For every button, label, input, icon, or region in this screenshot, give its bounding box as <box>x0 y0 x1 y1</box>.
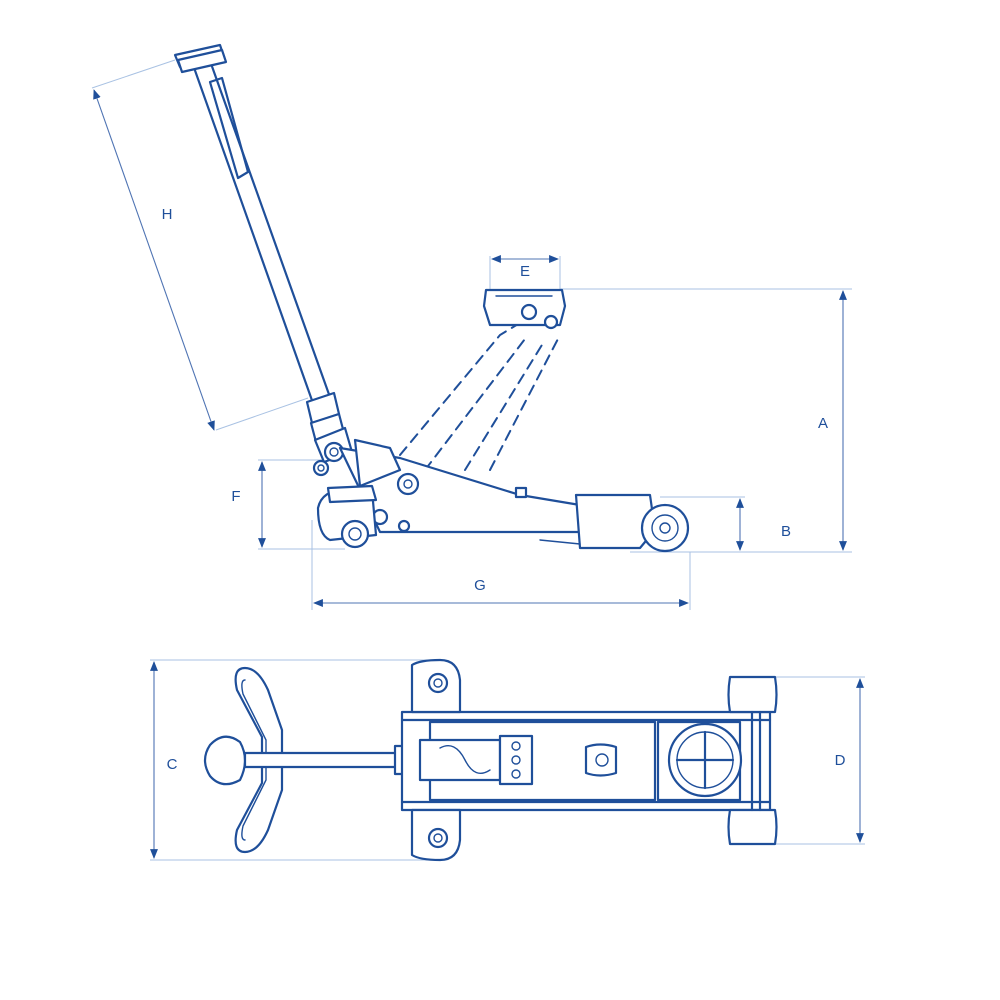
dimension-c-label: C <box>167 756 178 773</box>
jack-handle <box>173 43 346 444</box>
lift-arm-raised-dashed <box>399 317 561 471</box>
lift-saddle <box>482 288 567 330</box>
dimension-a-label: A <box>818 415 828 432</box>
rear-wheels-top <box>727 675 778 846</box>
jack-frame-side <box>338 438 657 550</box>
dimension-f-label: F <box>231 488 240 505</box>
dimension-h-label: H <box>162 206 173 223</box>
dimension-h-line <box>93 89 215 431</box>
top-dimension-extension-lines <box>150 659 865 861</box>
side-dimension-lines <box>93 89 847 607</box>
side-view: A B E F G H <box>91 43 852 610</box>
caster-wheel <box>316 484 378 549</box>
dimension-b-label: B <box>781 523 791 540</box>
dimension-g-label: G <box>474 577 486 594</box>
pump-assembly <box>418 734 534 786</box>
rear-wheel <box>640 503 690 553</box>
release-valve <box>584 743 618 777</box>
handle-shaft <box>243 744 422 776</box>
top-view: C D <box>150 658 865 862</box>
saddle-top <box>656 720 743 802</box>
dimension-e-label: E <box>520 263 530 280</box>
handle-knob <box>203 735 247 786</box>
dimension-d-label: D <box>835 752 846 769</box>
